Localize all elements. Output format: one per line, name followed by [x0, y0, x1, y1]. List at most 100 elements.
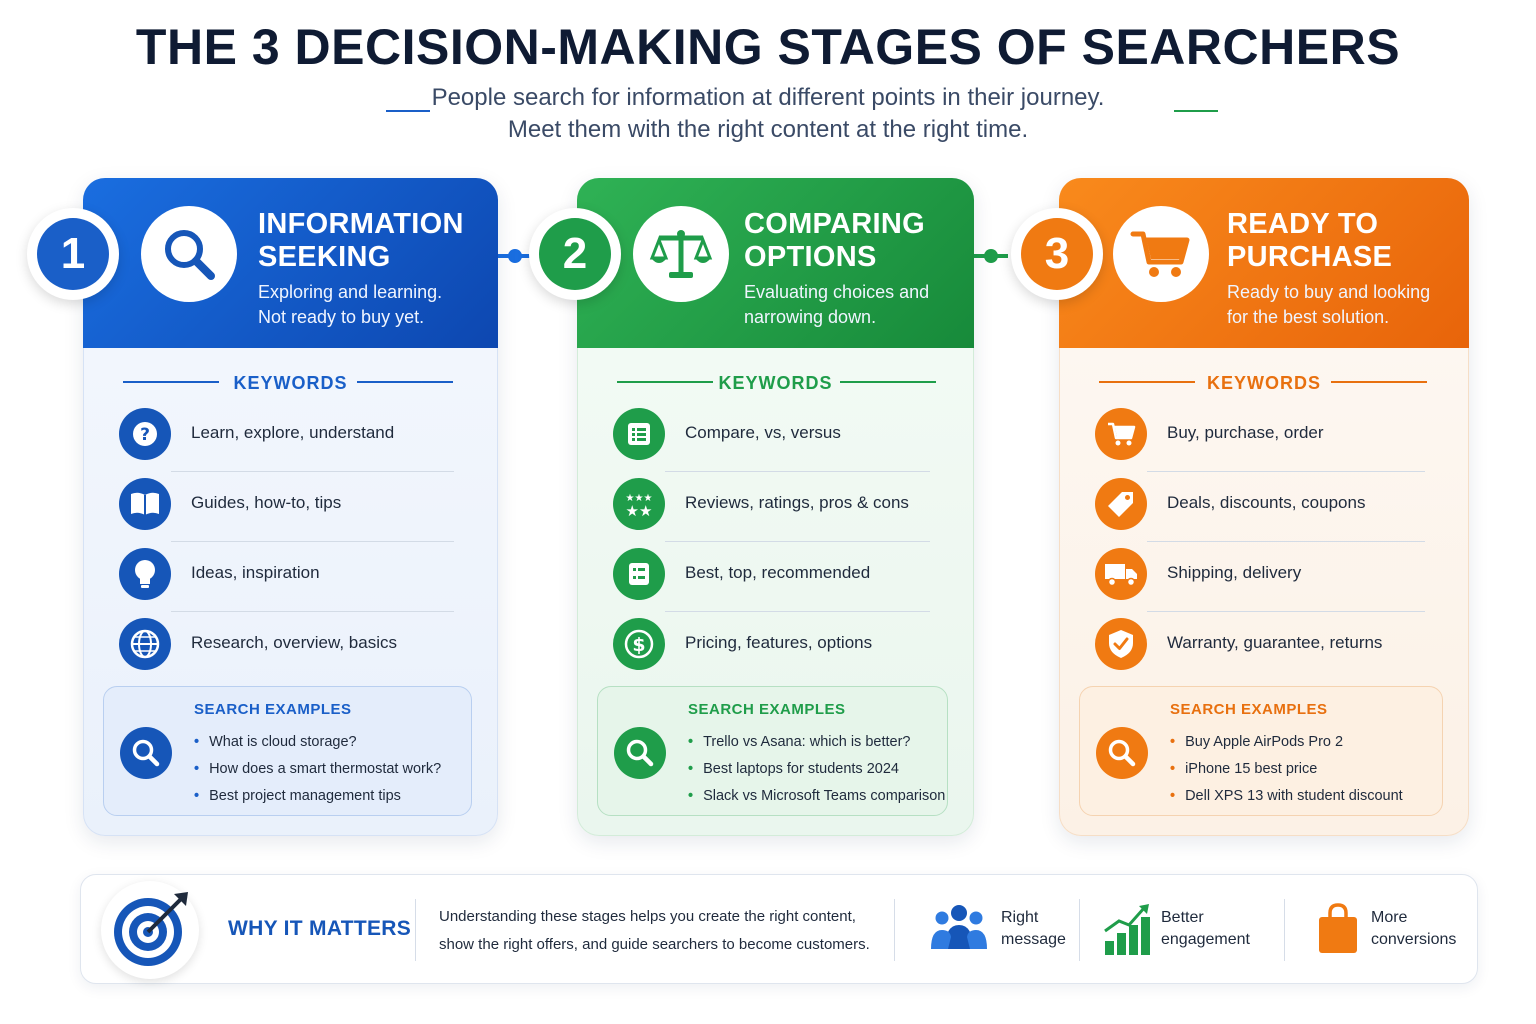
search-examples-heading: SEARCH EXAMPLES [688, 701, 846, 718]
search-examples-heading: SEARCH EXAMPLES [1170, 701, 1328, 718]
search-icon [614, 727, 666, 779]
keyword-item: Best, top, recommended [613, 546, 930, 612]
keyword-item: Buy, purchase, order [1095, 406, 1425, 472]
stage-title: READY TO PURCHASE [1227, 208, 1392, 274]
shopping-bag-icon [1317, 903, 1373, 959]
search-example: Buy Apple AirPods Pro 2 [1170, 729, 1403, 756]
subtitle-line-2: Meet them with the right content at the … [507, 116, 1029, 143]
divider [894, 899, 895, 961]
divider [665, 471, 930, 472]
divider [1147, 541, 1425, 542]
search-icon [120, 727, 172, 779]
svg-text:★★★: ★★★ [626, 493, 653, 504]
search-examples-box: SEARCH EXAMPLES Buy Apple AirPods Pro 2 … [1079, 686, 1443, 816]
keyword-item: Shipping, delivery [1095, 546, 1425, 612]
benefit-label: Right message [1001, 909, 1066, 948]
target-icon [101, 881, 199, 979]
keyword-text: Pricing, features, options [685, 633, 873, 652]
list-icon [613, 408, 665, 460]
svg-text:★★: ★★ [626, 502, 653, 518]
divider [665, 611, 930, 612]
globe-icon [119, 618, 171, 670]
shield-check-icon [1095, 618, 1147, 670]
stage-number: 2 [539, 218, 611, 290]
question-icon: ? [119, 408, 171, 460]
keyword-item: Compare, vs, versus [613, 406, 930, 472]
keyword-text: Deals, discounts, coupons [1167, 493, 1366, 512]
truck-icon [1095, 548, 1147, 600]
search-example: Dell XPS 13 with student discount [1170, 783, 1403, 810]
keywords-heading: KEYWORDS [233, 373, 348, 393]
page-subtitle: People search for information at differe… [0, 82, 1536, 146]
search-example: Best project management tips [194, 783, 441, 810]
keywords-heading: KEYWORDS [1206, 373, 1321, 393]
search-example: How does a smart thermostat work? [194, 756, 441, 783]
keyword-item: Warranty, guarantee, returns [1095, 616, 1425, 676]
why-text-line: show the right offers, and guide searche… [439, 936, 870, 953]
stage-card-ready-to-purchase: 3 READY TO PURCHASE Ready to buy and loo… [1011, 178, 1469, 836]
keyword-item: Research, overview, basics [119, 616, 454, 676]
people-icon [931, 903, 987, 959]
stage-description: Evaluating choices and narrowing down. [744, 280, 929, 330]
stage-connector-dot [984, 249, 998, 263]
stage-title-line: PURCHASE [1227, 241, 1393, 273]
search-example: Slack vs Microsoft Teams comparison [688, 783, 945, 810]
search-example: Best laptops for students 2024 [688, 756, 945, 783]
svg-text:?: ? [140, 425, 150, 445]
checklist-icon [613, 548, 665, 600]
stage-description: Exploring and learning. Not ready to buy… [258, 280, 442, 330]
cart-icon [1095, 408, 1147, 460]
svg-text:$: $ [632, 634, 645, 656]
divider [1147, 471, 1425, 472]
stage-title-line: INFORMATION [258, 208, 464, 240]
stage-description-line: Not ready to buy yet. [258, 307, 425, 327]
keyword-item: Ideas, inspiration [119, 546, 454, 612]
stage-description-line: for the best solution. [1227, 307, 1390, 327]
benefit-label: More conversions [1371, 909, 1457, 948]
search-example: iPhone 15 best price [1170, 756, 1403, 783]
stage-title-line: COMPARING [744, 208, 925, 240]
divider [840, 381, 936, 383]
benefit-label: Better engagement [1161, 909, 1250, 948]
why-it-matters-text: Understanding these stages helps you cre… [439, 903, 879, 959]
search-example: What is cloud storage? [194, 729, 441, 756]
stage-title-line: OPTIONS [744, 241, 877, 273]
keyword-item: $ Pricing, features, options [613, 616, 930, 676]
stage-header: 1 INFORMATION SEEKING Exploring and lear… [27, 178, 498, 348]
divider [171, 471, 454, 472]
search-icon [141, 206, 237, 302]
stage-title-line: SEEKING [258, 241, 391, 273]
keyword-text: Best, top, recommended [685, 563, 871, 582]
divider [665, 541, 930, 542]
search-examples-box: SEARCH EXAMPLES Trello vs Asana: which i… [597, 686, 948, 816]
search-example: Trello vs Asana: which is better? [688, 729, 945, 756]
search-examples-heading: SEARCH EXAMPLES [194, 701, 352, 718]
why-it-matters-panel: WHY IT MATTERS Understanding these stage… [80, 874, 1478, 984]
stage-description-line: Evaluating choices and [744, 282, 930, 302]
subtitle-accent-left [386, 110, 430, 112]
stage-title: INFORMATION SEEKING [258, 208, 464, 274]
stage-card-comparing-options: 2 COMPARING OPTIONS Evaluating choices a… [529, 178, 974, 836]
stage-number-badge: 3 [1011, 208, 1103, 300]
keyword-text: Learn, explore, understand [191, 423, 395, 442]
stars-icon: ★★★★★ [613, 478, 665, 530]
divider [357, 381, 453, 383]
why-text-line: Understanding these stages helps you cre… [439, 908, 856, 925]
keyword-text: Research, overview, basics [191, 633, 397, 652]
stage-number: 3 [1021, 218, 1093, 290]
keyword-text: Shipping, delivery [1167, 563, 1302, 582]
search-icon [1096, 727, 1148, 779]
cart-icon [1113, 206, 1209, 302]
keyword-text: Compare, vs, versus [685, 423, 841, 442]
stage-description: Ready to buy and looking for the best so… [1227, 280, 1430, 330]
stage-description-line: Exploring and learning. [258, 282, 443, 302]
stage-header: 2 COMPARING OPTIONS Evaluating choices a… [529, 178, 974, 348]
keyword-item: Deals, discounts, coupons [1095, 476, 1425, 542]
divider [1284, 899, 1285, 961]
keyword-text: Reviews, ratings, pros & cons [685, 493, 909, 512]
divider [1147, 611, 1425, 612]
dollar-icon: $ [613, 618, 665, 670]
stage-title: COMPARING OPTIONS [744, 208, 925, 274]
why-it-matters-title: WHY IT MATTERS [228, 917, 412, 940]
search-examples-list: Buy Apple AirPods Pro 2 iPhone 15 best p… [1170, 729, 1403, 810]
